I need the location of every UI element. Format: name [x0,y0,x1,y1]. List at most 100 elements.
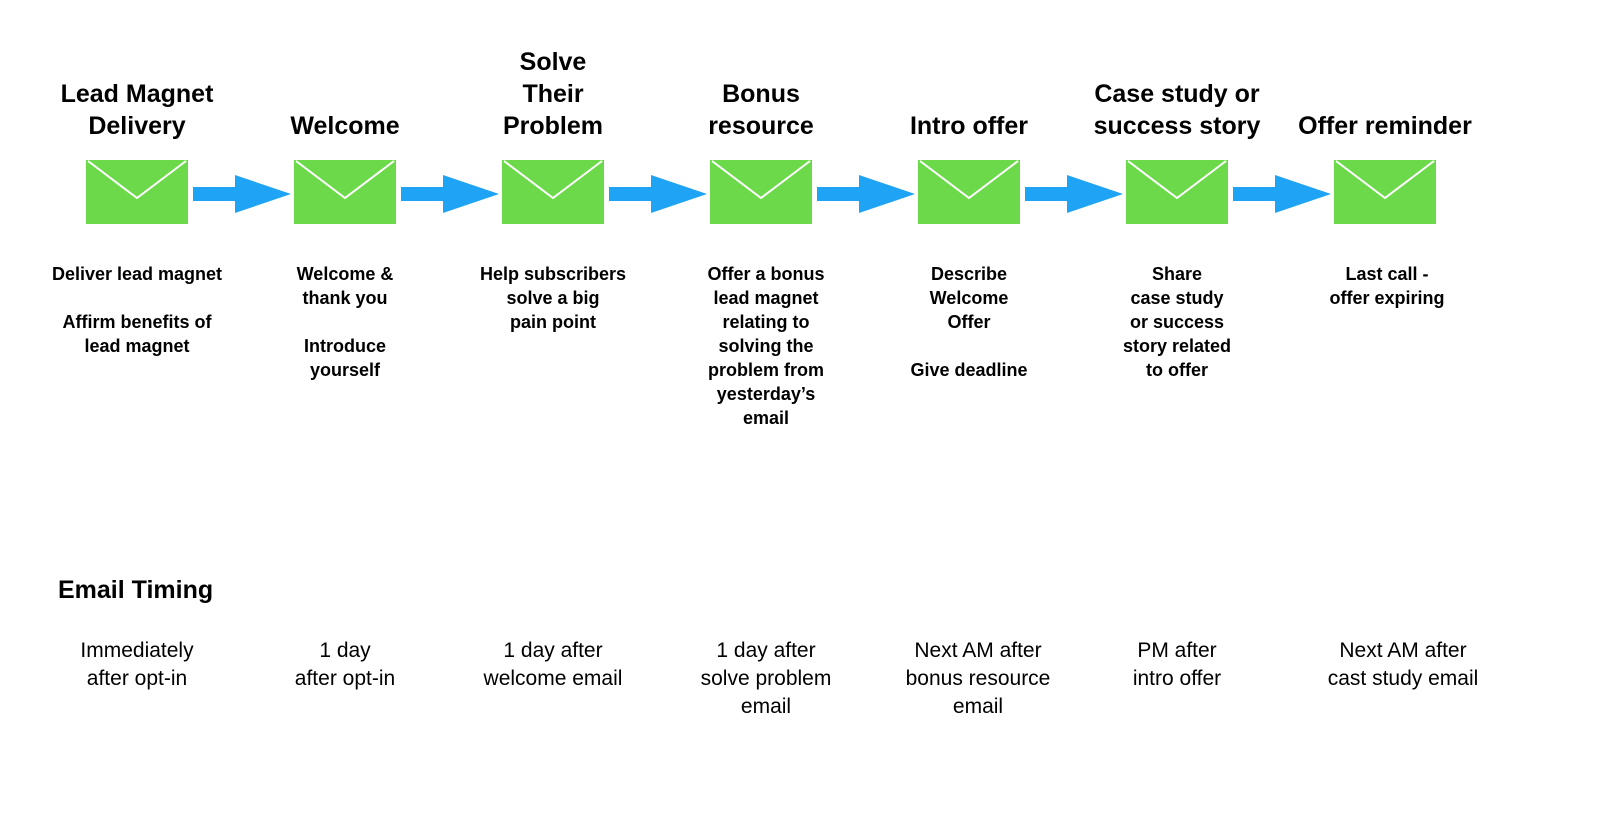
timing-line: after opt-in [294,667,396,690]
description-line: Welcome [929,288,1009,308]
step-title: Welcome [225,110,465,142]
description-line: or success [1129,312,1225,332]
timing-line: Next AM after [1339,639,1467,662]
arrow-right-icon [609,175,707,213]
step-timing: Immediately after opt-in [27,637,247,693]
description-line: lead magnet [713,288,819,308]
description-line: Welcome & [296,264,394,284]
step-title-line: success story [1093,112,1261,140]
timing-line: PM after [1137,639,1217,662]
description-line: Describe [930,264,1008,284]
description-line: to offer [1146,360,1208,380]
step-timing: 1 day after welcome email [443,637,663,693]
description-paragraph: Help subscribers solve a big pain point [433,262,673,334]
step-title-line: Welcome [290,112,400,140]
step-title: Case study or success story [1057,78,1297,142]
timing-line: welcome email [483,667,623,690]
description-line: pain point [510,312,596,332]
arrow-right-icon [401,175,499,213]
description-paragraph: Affirm benefits of lead magnet [17,310,257,358]
timing-line: Next AM after [914,639,1042,662]
step-title-line: Solve [519,48,587,76]
step-title-line: Case study or [1094,80,1260,108]
step-title-line: Offer reminder [1298,112,1472,140]
email-timing-heading: Email Timing [58,576,214,604]
step-title-line: Their [522,80,584,108]
timing-line: solve problem [700,667,832,690]
description-line: Affirm benefits of [62,312,212,332]
description-paragraph: Share case study or success story related to… [1057,262,1297,382]
description-line: Help subscribers [479,264,627,284]
description-line: solve a big [506,288,600,308]
step-description: Last call - offer expiring [1267,262,1507,310]
step-title-line: Intro offer [909,112,1029,140]
envelope-icon [86,160,188,224]
description-paragraph: Offer a bonus lead magnet relating to solvi… [646,262,886,430]
timing-line: 1 day after [716,639,816,662]
envelope-icon [502,160,604,224]
arrow-right-icon [193,175,291,213]
description-line: thank you [302,288,388,308]
step-description: Share case study or success story related to… [1057,262,1297,382]
step-description: Offer a bonus lead magnet relating to solvi… [646,262,886,430]
arrow-right-icon [817,175,915,213]
description-line: Deliver lead magnet [51,264,223,284]
step-timing: 1 day after solve problem email [656,637,876,721]
description-paragraph: Introduce yourself [225,334,465,382]
arrow-right-icon [1025,175,1123,213]
step-title-line: Bonus [722,80,800,108]
description-line: yesterday’s [716,384,816,404]
description-line: relating to [722,312,810,332]
description-line: Last call - [1345,264,1429,284]
step-title: Bonus resource [641,78,881,142]
description-line: case study [1130,288,1224,308]
description-line: solving the [718,336,814,356]
description-line: Give deadline [910,360,1028,380]
timing-line: 1 day after [503,639,603,662]
description-line: problem from [707,360,824,380]
step-title-line: Problem [502,112,604,140]
timing-line: cast study email [1327,667,1479,690]
step-title-line: Lead Magnet [60,80,214,108]
envelope-icon [710,160,812,224]
description-line: offer expiring [1329,288,1445,308]
description-line: story related [1122,336,1232,356]
timing-line: email [952,695,1004,718]
step-timing: PM after intro offer [1067,637,1287,693]
timing-line: Immediately [80,639,194,662]
envelope-icon [918,160,1020,224]
timing-line: intro offer [1132,667,1222,690]
description-line: Offer [947,312,991,332]
step-title: Intro offer [849,110,1089,142]
description-line: yourself [309,360,381,380]
envelope-icon [1334,160,1436,224]
envelope-icon [294,160,396,224]
step-title: Offer reminder [1265,110,1505,142]
description-line: Introduce [303,336,386,356]
description-paragraph: Deliver lead magnet [17,262,257,286]
description-line: Offer a bonus [707,264,825,284]
timing-line: 1 day [319,639,371,662]
step-description: Help subscribers solve a big pain point [433,262,673,334]
arrow-right-icon [1233,175,1331,213]
timing-line: email [740,695,792,718]
step-timing: 1 day after opt-in [235,637,455,693]
description-line: email [742,408,790,428]
step-title-line: Delivery [88,112,186,140]
description-line: Share [1151,264,1203,284]
step-title-line: resource [708,112,814,140]
envelope-icon [1126,160,1228,224]
step-timing: Next AM after cast study email [1293,637,1513,693]
description-line: lead magnet [84,336,190,356]
timing-line: after opt-in [86,667,188,690]
description-paragraph: Last call - offer expiring [1267,262,1507,310]
description-paragraph: Give deadline [849,358,1089,382]
description-paragraph: Welcome & thank you [225,262,465,310]
